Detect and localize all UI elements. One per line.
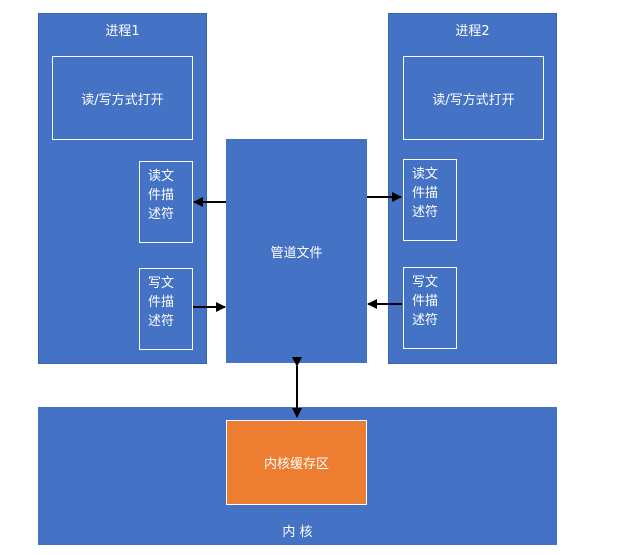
- kernel-buffer-block: 内核缓存区: [226, 420, 367, 505]
- process-2-read-fd-line-1: 读文: [412, 167, 439, 182]
- process-2-read-fd-line-3: 述符: [412, 205, 439, 220]
- process-1-write-fd-line-3: 述符: [148, 314, 175, 329]
- process-1-title: 进程1: [105, 24, 140, 39]
- process-1-block: 进程1 读/写方式打开 读文 件描 述符 写文 件描 述符: [38, 13, 207, 364]
- process-2-read-fd-box: 读文 件描 述符: [403, 159, 457, 241]
- process-2-title: 进程2: [455, 24, 490, 39]
- process-2-write-fd-line-2: 件描: [412, 294, 439, 309]
- process-2-read-fd-line-2: 件描: [412, 186, 439, 201]
- process-2-open-mode-box: 读/写方式打开: [403, 56, 544, 140]
- pipe-file-block: 管道文件: [226, 139, 367, 363]
- process-2-write-fd-line-1: 写文: [412, 275, 439, 290]
- process-1-write-fd-line-1: 写文: [148, 276, 175, 291]
- process-1-read-fd-box: 读文 件描 述符: [139, 161, 193, 243]
- process-1-write-fd-line-2: 件描: [148, 295, 175, 310]
- process-2-write-fd-box: 写文 件描 述符: [403, 267, 457, 349]
- process-1-read-fd-line-1: 读文: [148, 169, 175, 184]
- process-2-write-fd-line-3: 述符: [412, 313, 439, 328]
- process-1-open-mode-box: 读/写方式打开: [52, 56, 193, 140]
- process-1-read-fd-line-2: 件描: [148, 188, 175, 203]
- process-2-block: 进程2 读/写方式打开 读文 件描 述符 写文 件描 述符: [388, 13, 557, 364]
- kernel-label: 内 核: [282, 525, 313, 540]
- process-1-read-fd-line-3: 述符: [148, 207, 175, 222]
- process-1-write-fd-box: 写文 件描 述符: [139, 268, 193, 350]
